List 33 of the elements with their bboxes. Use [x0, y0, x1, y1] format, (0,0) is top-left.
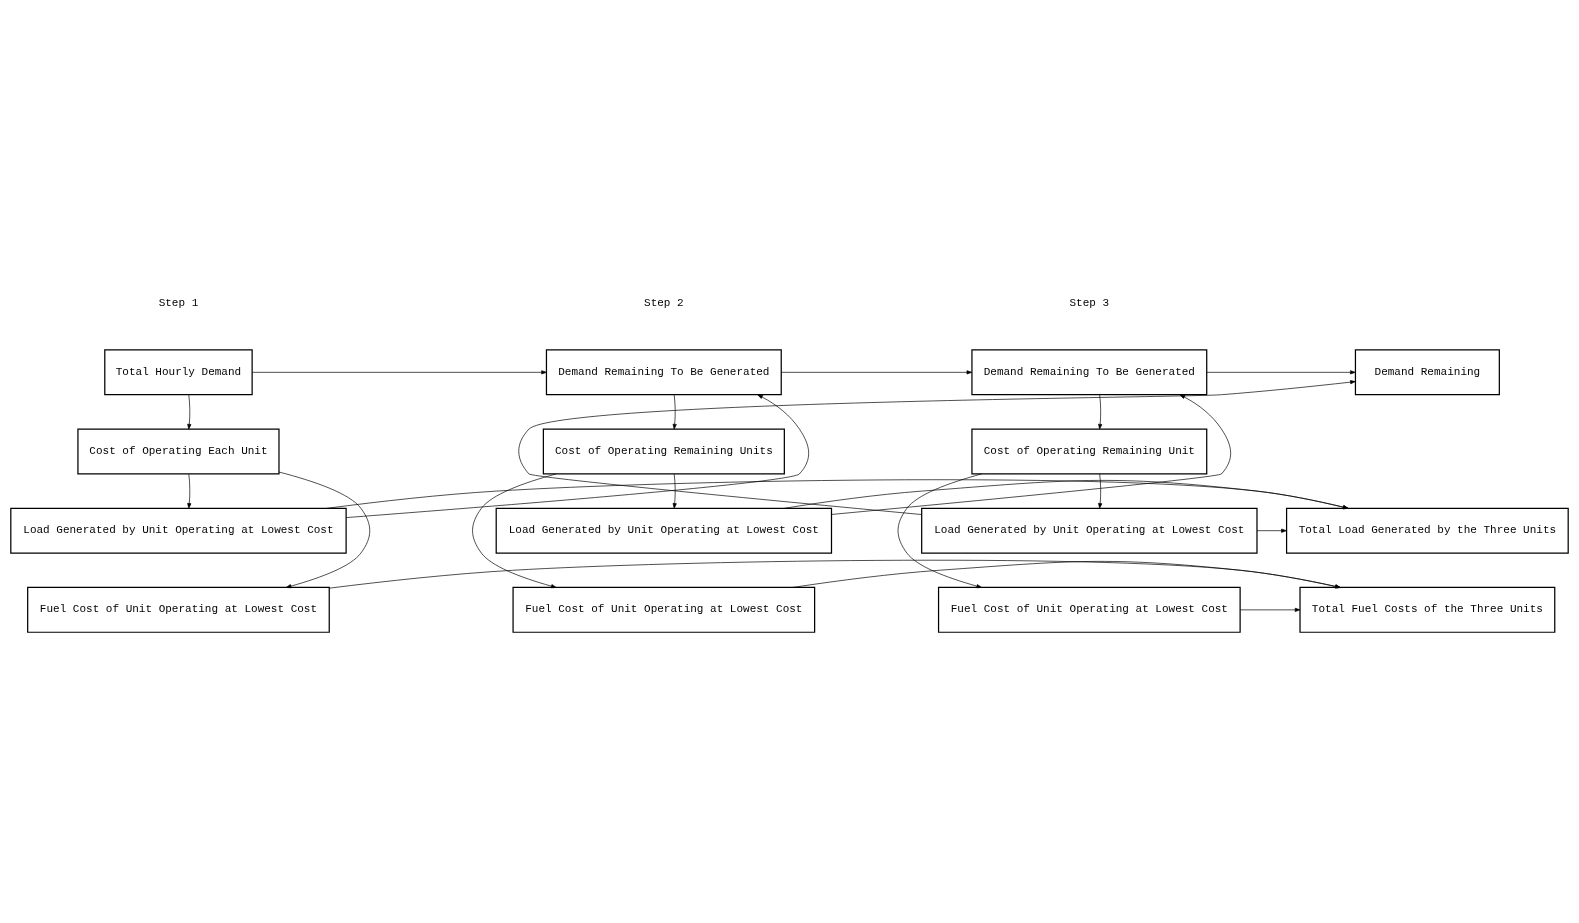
arrow [329, 559, 1341, 589]
node-box: Load Generated by Unit Operating at Lowest Cost [921, 507, 1258, 554]
node-box: Load Generated by Unit Operating at Lowest Cost [495, 507, 833, 554]
node-box: Cost of Operating Remaining Unit [971, 428, 1208, 475]
arrow [326, 479, 1349, 510]
node-box: Demand Remaining To Be Generated [971, 349, 1208, 396]
node-box: Demand Remaining [1354, 349, 1500, 396]
arrow [187, 473, 192, 509]
arrow [781, 370, 973, 375]
arrow [251, 370, 547, 375]
arrow [1239, 607, 1301, 612]
label: Step 3 [1069, 296, 1110, 309]
node-box: Load Generated by Unit Operating at Lowest Cost [10, 507, 347, 554]
label: Step 2 [644, 296, 684, 309]
arrow [897, 473, 982, 589]
node-box: Total Hourly Demand [104, 349, 253, 396]
arrow [187, 394, 192, 430]
arrow [672, 394, 677, 430]
arrow [1206, 370, 1356, 375]
node-box: Cost of Operating Remaining Units [542, 428, 785, 475]
arrow [1098, 473, 1103, 509]
arrow [518, 380, 1356, 515]
arrow [1256, 528, 1287, 533]
arrow [1098, 394, 1103, 430]
node-box: Demand Remaining To Be Generated [545, 349, 782, 396]
node-box: Cost of Operating Each Unit [77, 428, 280, 475]
label: Step 1 [158, 296, 199, 309]
arrow [472, 473, 557, 589]
arrow [672, 473, 677, 509]
arrow [278, 471, 371, 589]
arrow [345, 394, 809, 518]
arrow [784, 480, 1349, 510]
arrow [792, 561, 1341, 589]
